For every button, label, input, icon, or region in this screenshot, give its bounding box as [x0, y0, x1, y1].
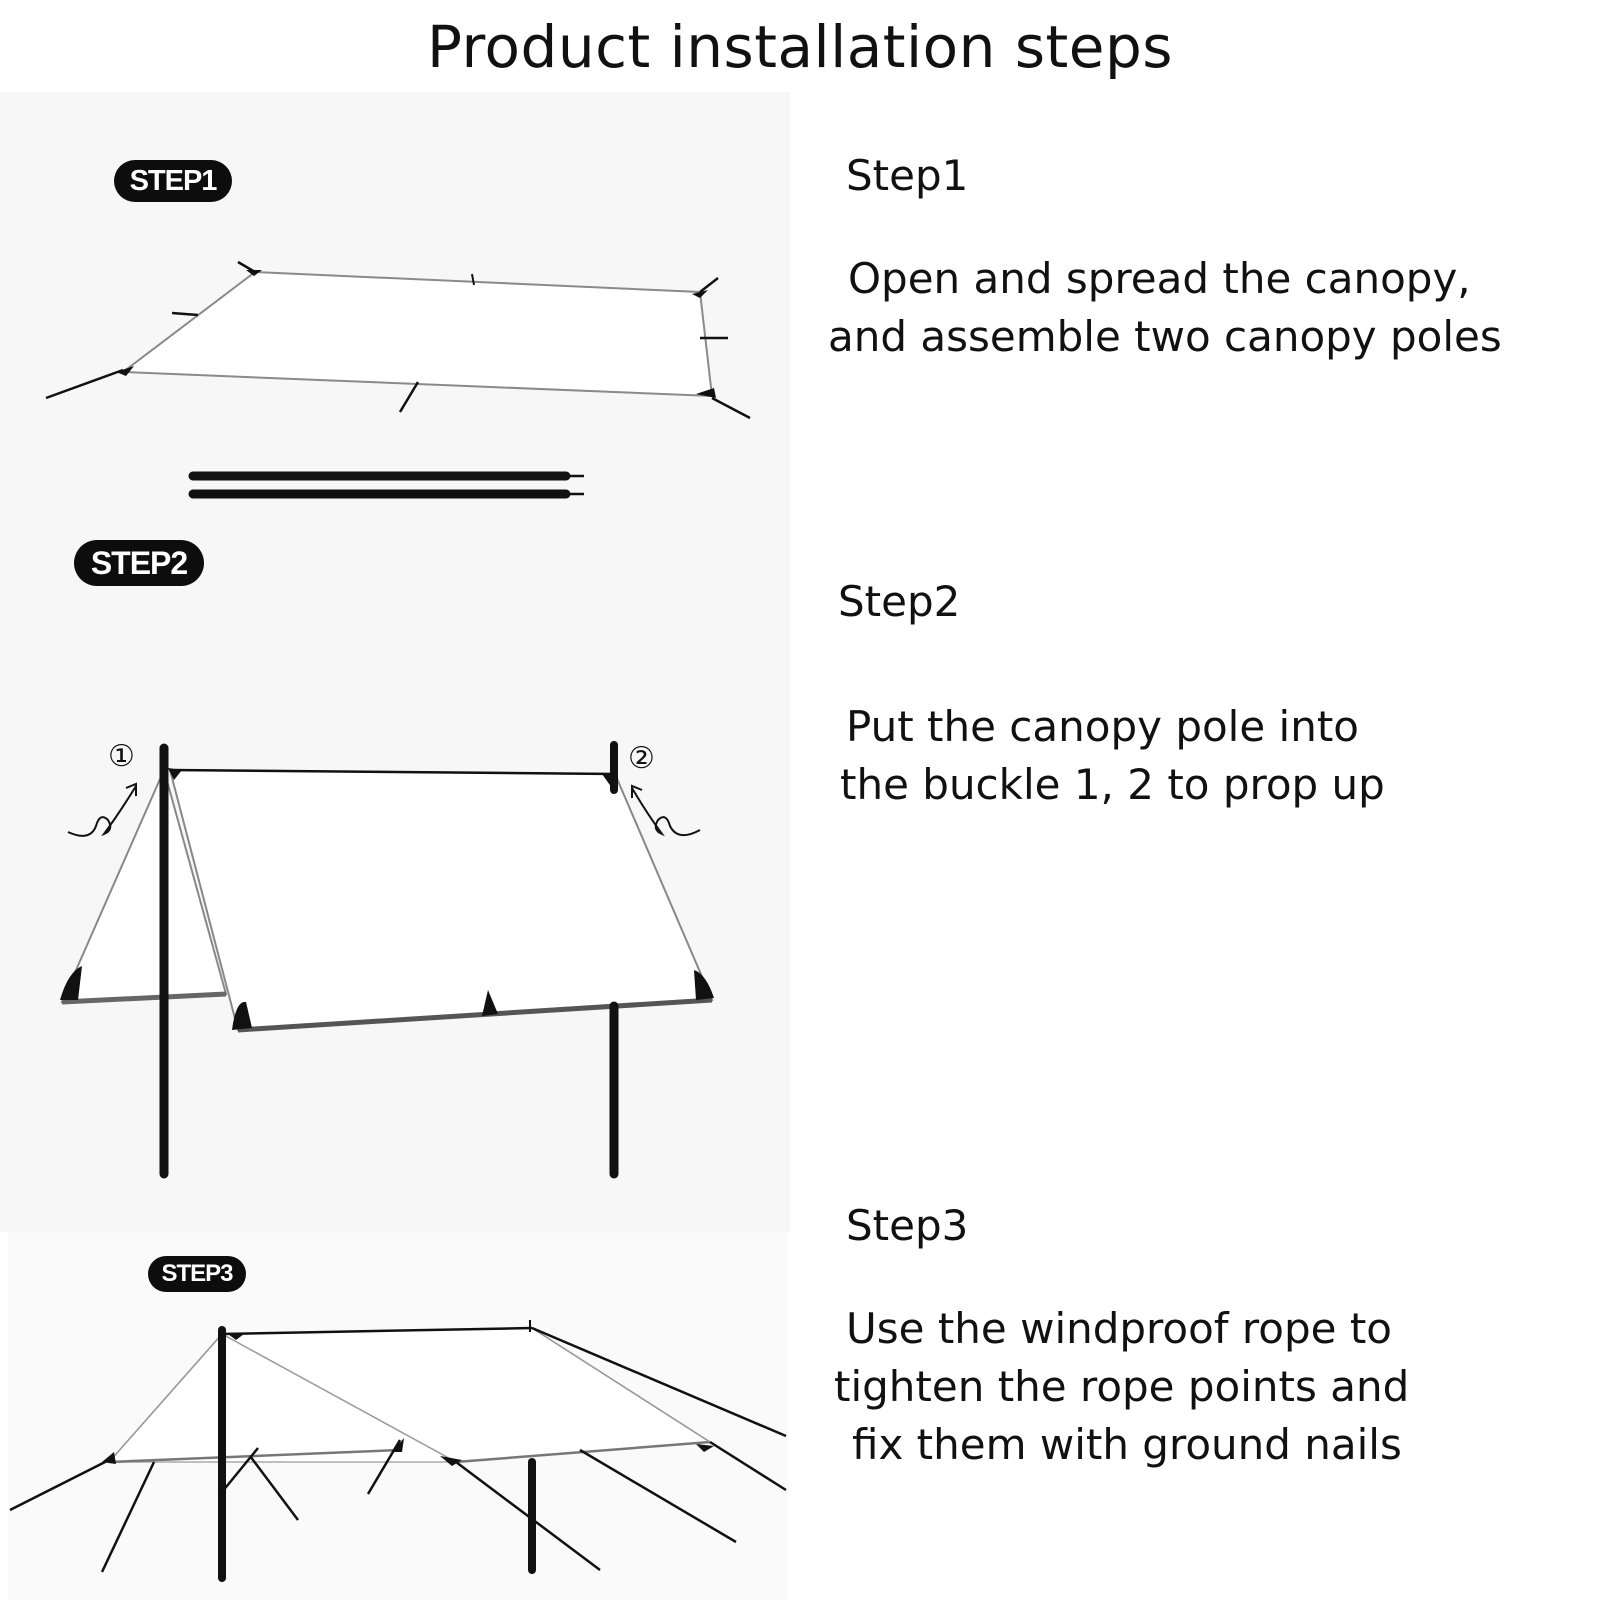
step1-badge: STEP1: [114, 160, 232, 202]
step3-badge: STEP3: [148, 1256, 246, 1292]
page-title: Product installation steps: [426, 13, 1173, 81]
buckle-marker-1: ①: [108, 739, 135, 774]
step2-canopy-illustration: [60, 741, 714, 1179]
step1-line-1: Open and spread the canopy,: [848, 254, 1471, 303]
step1-heading: Step1: [846, 151, 969, 200]
step3-line-1: Use the windproof rope to: [846, 1304, 1392, 1353]
step1-canopy-sheet: [120, 270, 714, 398]
step2-description: Put the canopy pole into the buckle 1, 2…: [840, 698, 1385, 814]
step2-badge: STEP2: [74, 540, 204, 586]
step1-line-2: and assemble two canopy poles: [828, 312, 1502, 361]
step3-line-3: fix them with ground nails: [852, 1420, 1402, 1469]
step3-line-2: tighten the rope points and: [834, 1362, 1410, 1411]
buckle-marker-2: ②: [628, 741, 655, 776]
step3-canopy-sheet: [107, 1327, 713, 1463]
step2-line-2: the buckle 1, 2 to prop up: [840, 760, 1385, 809]
step3-description: Use the windproof rope to tighten the ro…: [834, 1300, 1409, 1474]
step1-canopy-illustration: [45, 260, 751, 420]
step1-description: Open and spread the canopy, and assemble…: [828, 250, 1502, 366]
step3-canopy-illustration: [9, 1320, 787, 1582]
step3-heading: Step3: [846, 1201, 969, 1250]
step2-canopy-sheet: [168, 768, 714, 1032]
step1-poles-illustration: [188, 471, 584, 499]
step2-line-1: Put the canopy pole into: [846, 702, 1359, 751]
step2-heading: Step2: [838, 577, 961, 626]
